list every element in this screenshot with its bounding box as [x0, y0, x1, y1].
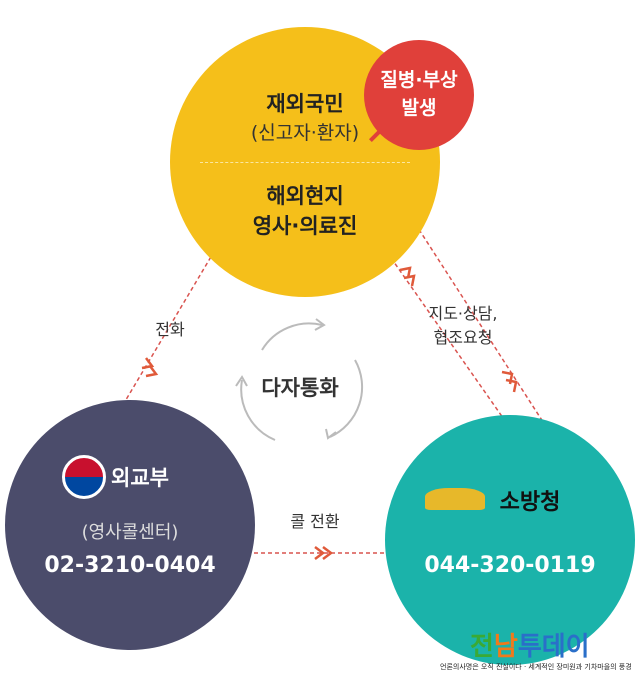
cycle-icon	[235, 318, 364, 441]
center-label: 다자통화	[261, 376, 339, 400]
event-badge-line2: 발생	[401, 97, 437, 119]
left-node-name: 외교부	[111, 466, 169, 490]
edge-guidance-2	[399, 199, 546, 426]
left-node-subtitle: (영사콜센터)	[81, 522, 179, 543]
watermark-logo: 전남투데이	[470, 626, 590, 663]
arrow-down-right	[501, 370, 518, 393]
logo-part-2: 남	[493, 632, 518, 662]
left-node-phone: 02-3210-0404	[44, 553, 216, 578]
left-node	[5, 400, 255, 650]
logo-part-3: 투데이	[517, 632, 590, 662]
top-node-divider	[200, 162, 410, 163]
fire-agency-emblem-icon	[425, 488, 485, 510]
edge-label-call-transfer: 콜 전환	[290, 512, 340, 531]
event-badge-line1: 질병·부상	[380, 69, 458, 91]
edge-guidance-1	[374, 234, 516, 436]
event-badge	[364, 40, 474, 150]
right-node	[385, 415, 635, 665]
taeguk-icon	[62, 455, 106, 499]
right-node-phone: 044-320-0119	[424, 553, 596, 578]
top-node-subtitle: (신고자·환자)	[250, 122, 360, 144]
edge-label-phone: 전화	[155, 320, 185, 339]
top-node-lower-line2: 영사·의료진	[252, 214, 358, 238]
top-node-title: 재외국민	[266, 92, 344, 116]
edge-label-guidance-2: 협조요청	[433, 328, 493, 347]
right-node-name: 소방청	[499, 490, 561, 515]
arrow-left	[141, 357, 159, 378]
edge-phone	[107, 244, 219, 431]
logo-part-1: 전	[470, 632, 494, 662]
watermark-tagline: 언론의사명은 오직 진실이다 · 세계적인 장미원과 기차마을의 풍경	[440, 663, 632, 671]
arrow-up-right	[399, 266, 416, 287]
top-node-lower-line1: 해외현지	[266, 184, 344, 208]
edge-label-guidance-1: 지도·상담,	[428, 304, 498, 323]
arrow-bottom	[314, 546, 334, 560]
